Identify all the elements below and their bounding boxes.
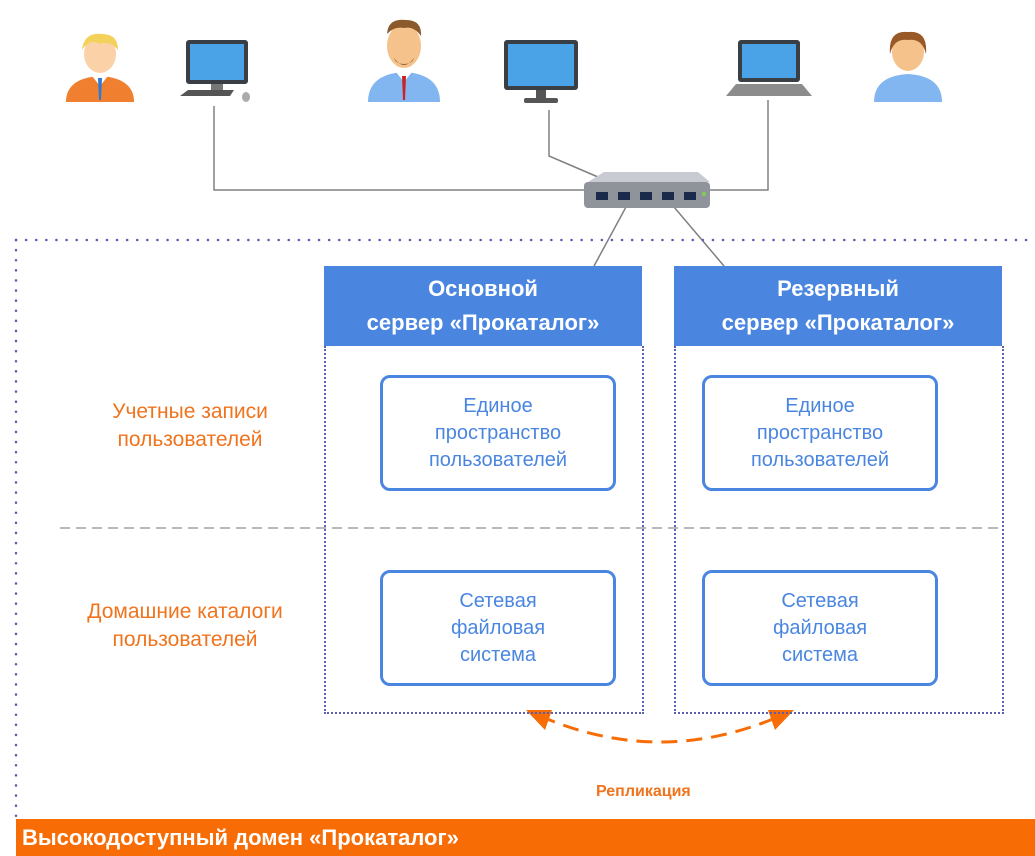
backup-network-fs-box: Сетевая файловая система — [702, 570, 938, 686]
box-line: Сетевая — [781, 589, 859, 612]
box-line: Единое — [463, 394, 533, 417]
monitor-icon — [500, 40, 582, 111]
accounts-label-line1: Учетные записи — [112, 400, 268, 423]
user-bearded-icon — [364, 14, 444, 107]
box-line: пользователей — [428, 448, 568, 471]
backup-server-title-line2: сервер «Прокаталог» — [721, 310, 955, 335]
box-line: файловая — [772, 616, 868, 639]
network-switch-icon — [580, 172, 712, 217]
user-female-icon — [870, 24, 946, 107]
replication-arrow — [526, 710, 794, 744]
box-line: файловая — [450, 616, 546, 639]
laptop-icon — [726, 40, 812, 105]
box-line: система — [781, 643, 859, 666]
box-line: пользователей — [750, 448, 890, 471]
replication-label: Репликация — [596, 783, 691, 800]
domain-outline — [14, 238, 1035, 822]
user-blond-icon — [62, 26, 138, 107]
box-line: система — [459, 643, 537, 666]
home-dirs-label-line2: пользователей — [112, 628, 258, 651]
backup-server-box — [674, 346, 1004, 714]
home-dirs-label: Домашние каталоги пользователей — [40, 598, 330, 654]
backup-server-header: Резервный сервер «Прокаталог» — [674, 266, 1002, 346]
desktop-computer-icon — [178, 40, 258, 109]
box-line: Сетевая — [459, 589, 537, 612]
primary-server-title-line2: сервер «Прокаталог» — [366, 310, 600, 335]
primary-server-box — [324, 346, 644, 714]
backup-users-space-box: Единое пространство пользователей — [702, 375, 938, 491]
backup-server-title-line1: Резервный — [777, 276, 899, 301]
domain-label: Высокодоступный домен «Прокаталог» — [16, 819, 1035, 856]
primary-network-fs-box: Сетевая файловая система — [380, 570, 616, 686]
accounts-label-line2: пользователей — [117, 428, 263, 451]
box-line: Единое — [785, 394, 855, 417]
home-dirs-label-line1: Домашние каталоги — [87, 600, 283, 623]
primary-users-space-box: Единое пространство пользователей — [380, 375, 616, 491]
accounts-label: Учетные записи пользователей — [60, 398, 320, 454]
primary-server-header: Основной сервер «Прокаталог» — [324, 266, 642, 346]
box-line: пространство — [434, 421, 562, 444]
box-line: пространство — [756, 421, 884, 444]
primary-server-title-line1: Основной — [428, 276, 538, 301]
